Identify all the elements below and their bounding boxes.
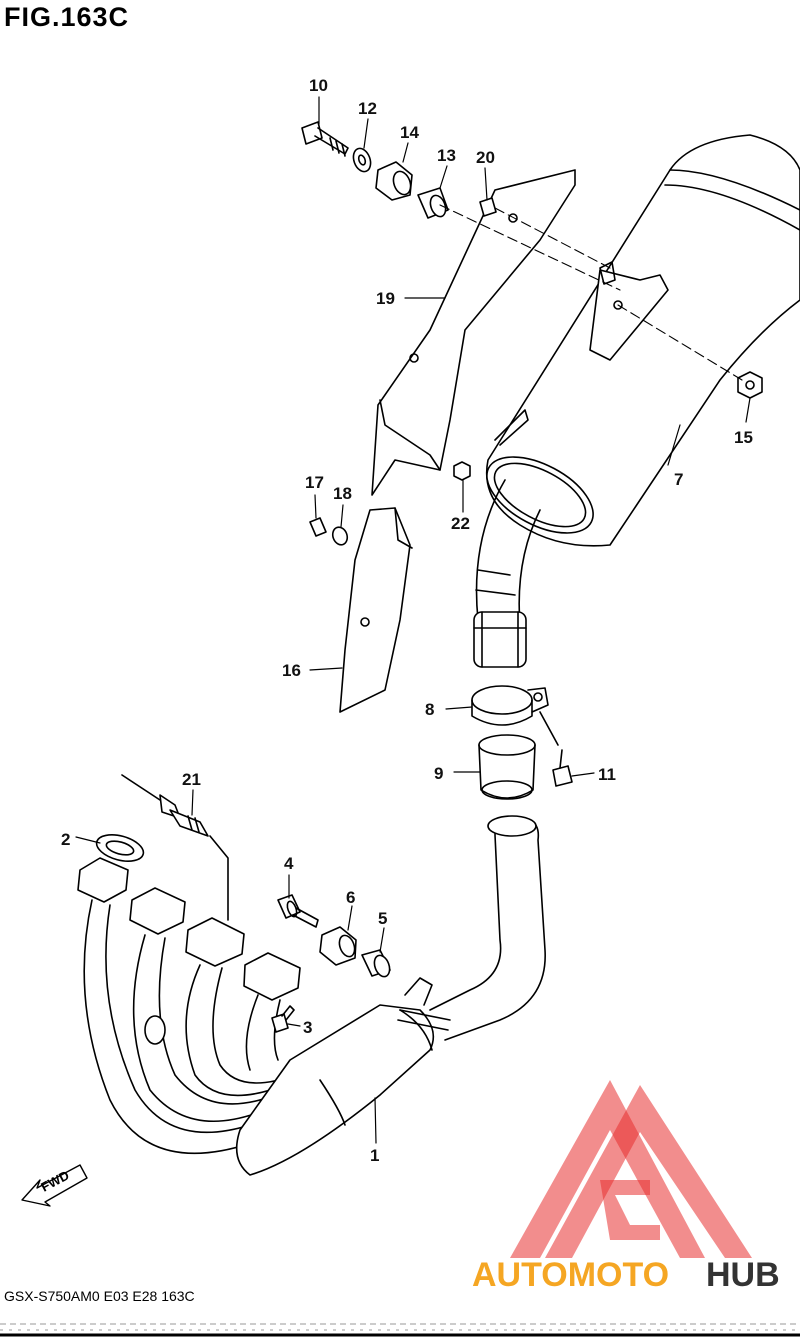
callout-6: 6 (346, 888, 355, 907)
screw-part-20 (479, 197, 497, 217)
exhaust-pipe-part-1 (77, 815, 546, 1176)
callout-7: 7 (674, 470, 683, 489)
muffler-part-7 (473, 134, 800, 668)
rubber-mount-part-6 (319, 926, 357, 966)
forward-arrow-icon: FWD (21, 1164, 88, 1207)
bolt-part-10 (301, 121, 349, 157)
callout-4: 4 (284, 854, 294, 873)
callout-1: 1 (370, 1146, 379, 1165)
callout-10: 10 (309, 76, 328, 95)
rubber-mount-part-14 (375, 161, 413, 201)
callout-13: 13 (437, 146, 456, 165)
washer-part-18 (331, 526, 349, 546)
callout-2: 2 (61, 830, 70, 849)
leader-lines (75, 96, 751, 1144)
screw-part-17 (309, 517, 327, 537)
figure-title: FIG.163C (4, 2, 130, 32)
sensor-part-21 (121, 774, 229, 921)
callout-11: 11 (598, 765, 616, 784)
gasket-part-2 (95, 834, 145, 862)
figure-footer: GSX-S750AM0 E03 E28 163C (4, 1288, 195, 1304)
callout-3: 3 (303, 1018, 312, 1037)
callout-12: 12 (358, 99, 377, 118)
assembly-lines (439, 204, 743, 381)
collar-part-5 (361, 949, 391, 978)
bolt-part-4 (277, 894, 319, 928)
callout-numbers: 10 12 14 13 20 19 15 7 22 17 18 16 8 9 1… (61, 76, 753, 1165)
callout-18: 18 (333, 484, 352, 503)
callout-15: 15 (734, 428, 753, 447)
bolt-part-3 (271, 1005, 295, 1033)
callout-22: 22 (451, 514, 470, 533)
automotohub-logo: AUTOMOTO HUB (472, 1080, 780, 1294)
bolt-part-11 (552, 749, 573, 787)
washer-part-12 (352, 147, 372, 173)
callout-9: 9 (434, 764, 443, 783)
bottom-dash-strip (0, 1323, 800, 1337)
callout-8: 8 (425, 700, 434, 719)
callout-17: 17 (305, 473, 324, 492)
callout-21: 21 (182, 770, 201, 789)
nut-part-15 (737, 371, 763, 399)
callout-16: 16 (282, 661, 301, 680)
nut-part-22 (453, 461, 471, 481)
heat-shield-part-16 (339, 507, 413, 713)
watermark-part1: AUTOMOTO (472, 1256, 669, 1294)
callout-14: 14 (400, 123, 419, 142)
callout-20: 20 (476, 148, 495, 167)
clamp-part-8 (471, 685, 559, 746)
collar-part-13 (417, 187, 449, 219)
heat-shield-part-19 (371, 169, 576, 496)
callout-5: 5 (378, 909, 387, 928)
callout-19: 19 (376, 289, 395, 308)
watermark-part2: HUB (706, 1256, 780, 1294)
gasket-part-9 (478, 734, 536, 800)
